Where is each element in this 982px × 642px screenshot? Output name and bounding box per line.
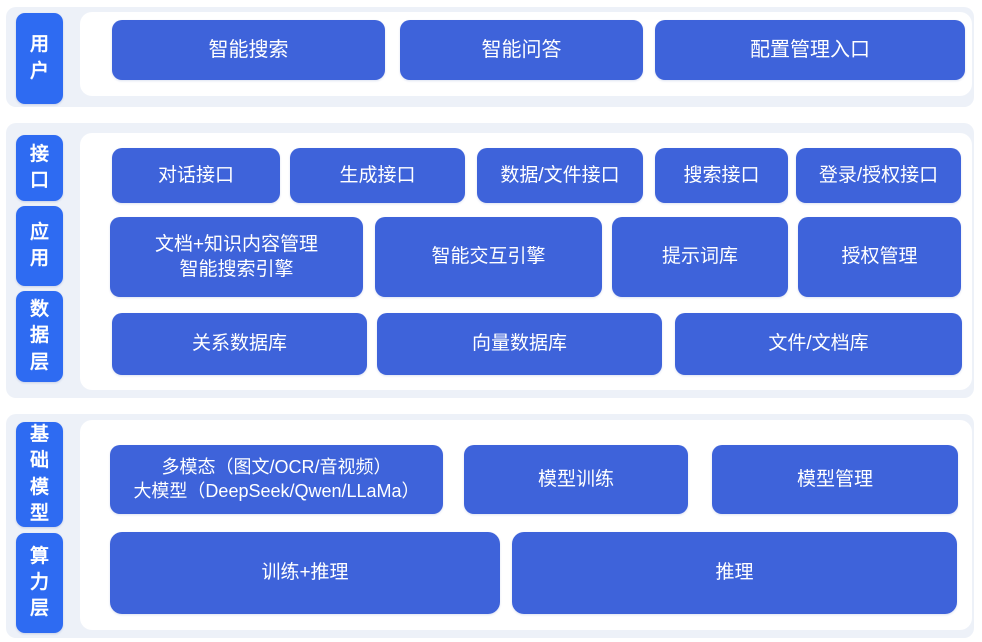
layer-label-compute: 算力层	[16, 533, 63, 633]
box-file-document-store-label: 文件/文档库	[768, 333, 869, 355]
box-generation-api-label: 生成接口	[339, 164, 416, 186]
box-auth-management: 授权管理	[798, 217, 961, 297]
box-model-training-label: 模型训练	[537, 468, 614, 490]
box-relational-database: 关系数据库	[112, 313, 367, 375]
layer-label-interface-text: 接口	[29, 143, 49, 191]
box-prompt-library: 提示词库	[612, 217, 788, 297]
box-login-auth-api: 登录/授权接口	[796, 148, 961, 203]
box-prompt-library-label: 提示词库	[661, 246, 738, 268]
box-training-inference: 训练+推理	[110, 532, 500, 614]
box-intelligent-qa-label: 智能问答	[481, 38, 562, 61]
box-dialog-api: 对话接口	[112, 148, 280, 203]
box-multimodal-llm: 多模态（图文/OCR/音视频） 大模型（DeepSeek/Qwen/LLaMa）	[110, 445, 443, 514]
box-vector-database-label: 向量数据库	[471, 333, 567, 355]
box-model-management: 模型管理	[712, 445, 958, 514]
box-intelligent-interaction-engine-label: 智能交互引擎	[431, 246, 546, 268]
box-multimodal-llm-line1: 多模态（图文/OCR/音视频）	[161, 456, 392, 477]
layer-label-compute-text: 算力层	[29, 545, 49, 620]
box-inference-label: 推理	[715, 562, 754, 584]
layer-label-application-text: 应用	[29, 221, 49, 269]
box-file-document-store: 文件/文档库	[675, 313, 962, 375]
box-model-management-label: 模型管理	[796, 468, 873, 490]
box-intelligent-interaction-engine: 智能交互引擎	[375, 217, 602, 297]
box-search-api-label: 搜索接口	[683, 164, 760, 186]
layer-label-user-text: 用户	[29, 34, 49, 82]
box-dialog-api-label: 对话接口	[157, 164, 234, 186]
box-data-file-api-label: 数据/文件接口	[500, 164, 620, 186]
box-doc-knowledge-line1: 文档+知识内容管理	[154, 233, 319, 255]
box-multimodal-llm-line2: 大模型（DeepSeek/Qwen/LLaMa）	[133, 480, 420, 501]
layer-label-data: 数据层	[16, 291, 63, 382]
box-auth-management-label: 授权管理	[841, 246, 918, 268]
layer-label-user: 用户	[16, 13, 63, 104]
layer-label-application: 应用	[16, 206, 63, 286]
box-search-api: 搜索接口	[655, 148, 788, 203]
box-config-management-entry-label: 配置管理入口	[750, 38, 870, 61]
box-model-training: 模型训练	[464, 445, 688, 514]
box-inference: 推理	[512, 532, 957, 614]
box-config-management-entry: 配置管理入口	[655, 20, 965, 80]
box-login-auth-api-label: 登录/授权接口	[818, 164, 939, 186]
box-relational-database-label: 关系数据库	[191, 333, 287, 355]
layer-label-data-text: 数据层	[29, 299, 49, 373]
layer-label-foundation-model-text: 基础模型	[29, 424, 49, 524]
layer-label-interface: 接口	[16, 135, 63, 201]
box-data-file-api: 数据/文件接口	[477, 148, 643, 203]
box-training-inference-label: 训练+推理	[261, 562, 349, 584]
box-intelligent-qa: 智能问答	[400, 20, 643, 80]
box-generation-api: 生成接口	[290, 148, 465, 203]
layer-label-foundation-model: 基础模型	[16, 422, 63, 527]
box-vector-database: 向量数据库	[377, 313, 662, 375]
box-doc-knowledge-line2: 智能搜索引擎	[179, 259, 294, 280]
box-intelligent-search: 智能搜索	[112, 20, 385, 80]
box-intelligent-search-label: 智能搜索	[208, 38, 289, 61]
box-doc-knowledge-search-engine: 文档+知识内容管理 智能搜索引擎	[110, 217, 363, 297]
